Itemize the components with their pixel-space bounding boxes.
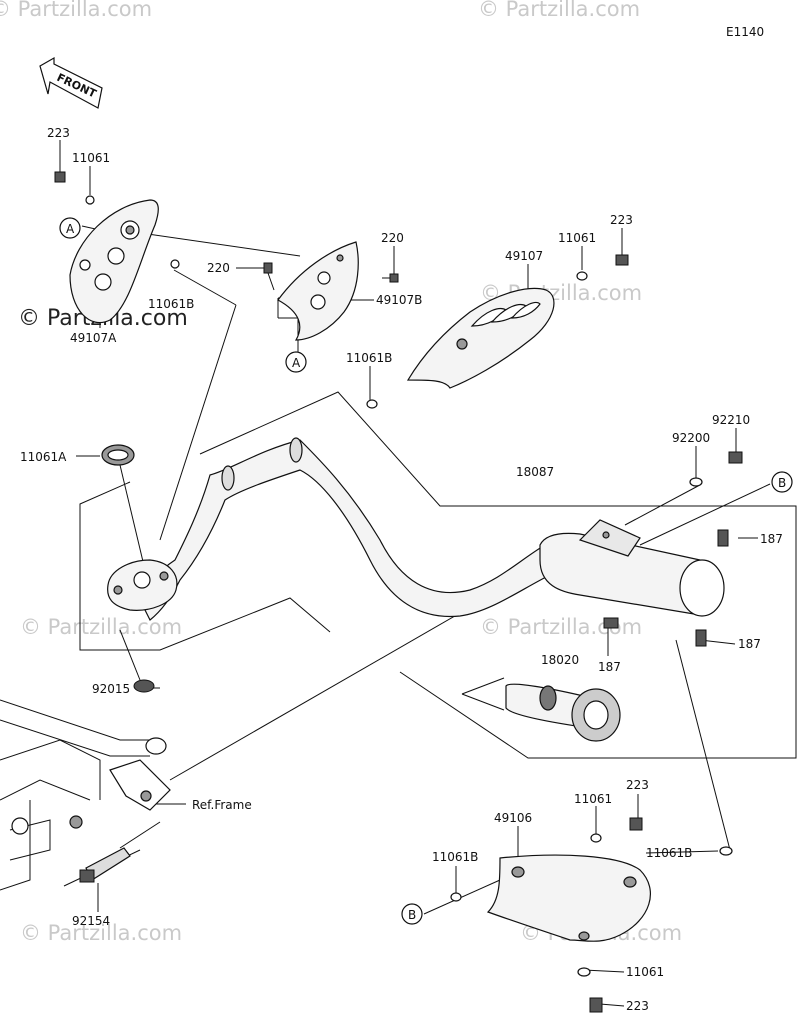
part-label[interactable]: 18020 bbox=[541, 653, 579, 667]
part-label[interactable]: 49106 bbox=[494, 811, 532, 825]
flange[interactable] bbox=[107, 559, 178, 611]
part-label[interactable]: 223 bbox=[626, 999, 649, 1013]
callout-a: A bbox=[59, 217, 81, 239]
front-arrow: FRONT bbox=[39, 56, 103, 109]
muffler[interactable] bbox=[539, 519, 725, 617]
part-label[interactable]: 220 bbox=[207, 261, 230, 275]
part-label[interactable]: 18087 bbox=[516, 465, 554, 479]
svg-text:B: B bbox=[778, 476, 786, 490]
washer-11061[interactable] bbox=[590, 833, 602, 843]
part-label[interactable]: 49107B bbox=[376, 293, 422, 307]
part-label[interactable]: 11061 bbox=[574, 792, 612, 806]
svg-text:A: A bbox=[292, 356, 301, 370]
bolt-220[interactable] bbox=[263, 262, 275, 291]
part-label[interactable]: 92015 bbox=[92, 682, 130, 696]
washer-11061[interactable] bbox=[577, 967, 591, 977]
heat-guard-49106[interactable] bbox=[486, 854, 651, 942]
svg-text:A: A bbox=[66, 222, 75, 236]
part-label[interactable]: 11061 bbox=[72, 151, 110, 165]
part-label[interactable]: 92200 bbox=[672, 431, 710, 445]
watermark: © Partzilla.com bbox=[0, 0, 152, 21]
watermark: © Partzilla.com bbox=[478, 0, 640, 21]
assembly-outline bbox=[79, 391, 797, 849]
callout-b: B bbox=[771, 471, 793, 493]
nut-223[interactable] bbox=[615, 254, 629, 266]
bolt-187[interactable] bbox=[603, 617, 619, 629]
nut-223[interactable] bbox=[54, 171, 66, 183]
part-label[interactable]: 187 bbox=[598, 660, 621, 674]
heat-guard-49107a[interactable] bbox=[69, 199, 159, 324]
heat-guard-49107b[interactable] bbox=[277, 241, 359, 341]
part-label[interactable]: 11061B bbox=[646, 846, 692, 860]
silencer-insert-18020[interactable] bbox=[505, 683, 621, 742]
bolt-223[interactable] bbox=[629, 817, 643, 831]
callout-a: A bbox=[285, 351, 307, 373]
part-labels: 223 11061 11061B 49107A 220 220 49107B 2… bbox=[20, 126, 783, 1013]
washer-11061b[interactable] bbox=[719, 846, 733, 856]
bolt-220[interactable] bbox=[382, 273, 399, 283]
washer-11061b[interactable] bbox=[170, 259, 180, 269]
part-label[interactable]: 92154 bbox=[72, 914, 110, 928]
bolt-223[interactable] bbox=[589, 997, 603, 1013]
part-label[interactable]: 11061B bbox=[148, 297, 194, 311]
part-label[interactable]: Ref.Frame bbox=[192, 798, 252, 812]
part-label[interactable]: 49107 bbox=[505, 249, 543, 263]
part-label[interactable]: 11061 bbox=[558, 231, 596, 245]
part-label[interactable]: 187 bbox=[760, 532, 783, 546]
part-label[interactable]: 11061B bbox=[432, 850, 478, 864]
washer-11061[interactable] bbox=[576, 271, 588, 281]
part-label[interactable]: 223 bbox=[610, 213, 633, 227]
svg-text:B: B bbox=[408, 908, 416, 922]
part-label[interactable]: 11061A bbox=[20, 450, 67, 464]
part-label[interactable]: 220 bbox=[381, 231, 404, 245]
washer-11061b[interactable] bbox=[450, 892, 462, 902]
washer-11061[interactable] bbox=[85, 195, 95, 205]
part-label[interactable]: 49107A bbox=[70, 331, 117, 345]
washer-92200[interactable] bbox=[689, 477, 703, 487]
part-label[interactable]: 92210 bbox=[712, 413, 750, 427]
bolt-92154[interactable] bbox=[79, 847, 131, 883]
callout-b: B bbox=[401, 903, 423, 925]
watermark: © Partzilla.com bbox=[20, 921, 182, 945]
nut-92015[interactable] bbox=[133, 679, 155, 693]
heat-guard-49107[interactable] bbox=[406, 287, 555, 389]
part-label[interactable]: 11061B bbox=[346, 351, 392, 365]
nut-92210[interactable] bbox=[728, 451, 743, 464]
diagram-code: E1140 bbox=[726, 25, 764, 39]
frame bbox=[0, 699, 171, 891]
part-label[interactable]: 187 bbox=[738, 637, 761, 651]
bolt-187[interactable] bbox=[695, 629, 707, 647]
bolt-187[interactable] bbox=[717, 529, 729, 547]
part-label[interactable]: 223 bbox=[626, 778, 649, 792]
part-label[interactable]: 223 bbox=[47, 126, 70, 140]
washer-11061b[interactable] bbox=[366, 399, 378, 409]
part-label[interactable]: 11061 bbox=[626, 965, 664, 979]
exhaust-pipe-18087[interactable] bbox=[139, 437, 551, 621]
watermark: © Partzilla.com bbox=[20, 615, 182, 639]
gasket-11061a[interactable] bbox=[101, 444, 135, 466]
